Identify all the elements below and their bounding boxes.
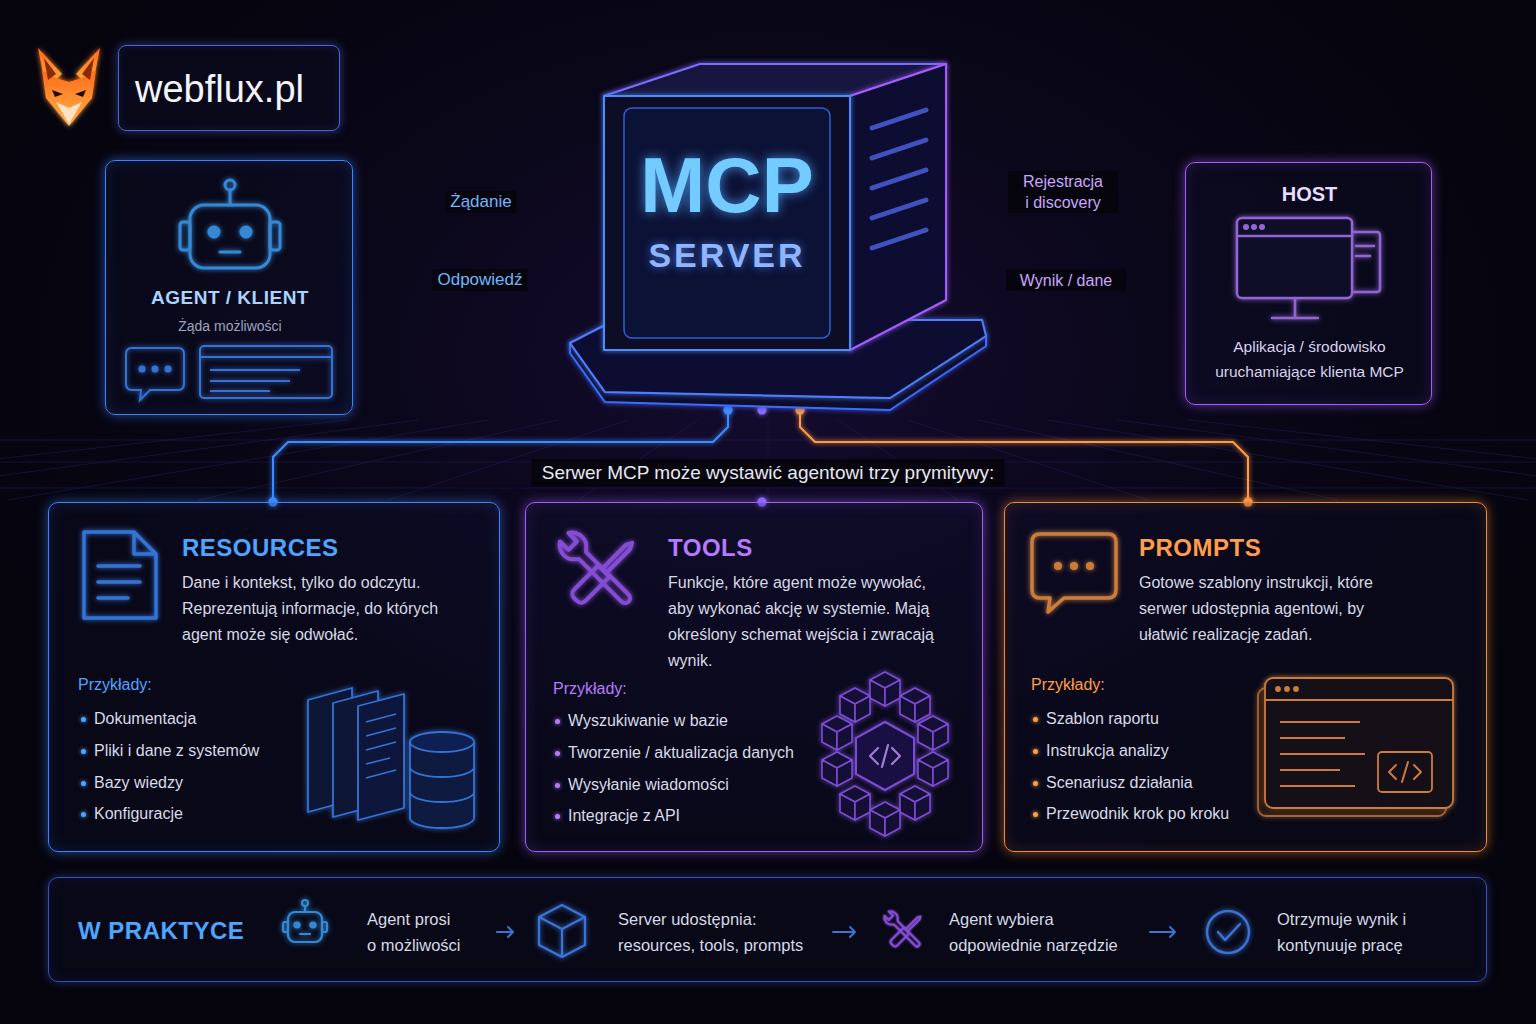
section-heading: TOOLS: [668, 534, 753, 562]
server-cube: [590, 58, 960, 410]
example-item: Konfiguracje: [94, 803, 183, 825]
edge-label: Rejestracja i discovery: [1008, 171, 1118, 213]
logo-box: webflux.pl: [118, 45, 340, 131]
host-box: HOST Aplikacja / środowisko uruchamiające…: [1185, 162, 1432, 405]
connector-dots: [796, 406, 1253, 507]
box-description: Aplikacja / środowisko uruchamiające kli…: [1196, 334, 1423, 384]
fox-eye: [52, 90, 63, 97]
server-title: MCP: [604, 145, 850, 225]
practice-band: W PRAKTYCE Agent prosi o możliwości Server…: [48, 877, 1487, 982]
box-subtitle: Żąda możliwości: [106, 317, 354, 335]
connector: [800, 410, 1248, 502]
server-subtitle: SERVER: [604, 235, 850, 275]
connector-dot: [724, 406, 733, 415]
cube-right: [850, 64, 946, 350]
section-heading: PROMPTS: [1139, 534, 1261, 562]
section-description: Dane i kontekst, tylko do odczytu. Repre…: [182, 570, 482, 648]
server-node: MCP SERVER: [590, 58, 960, 410]
step-text: Agent prosi o możliwości: [367, 906, 507, 958]
examples-heading: Przykłady:: [78, 674, 152, 696]
cube-vent: [872, 230, 926, 248]
step-text: Agent wybiera odpowiednie narzędzie: [949, 906, 1149, 958]
connector: [353, 229, 590, 231]
section-description: Funkcje, które agent może wywołać, aby w…: [668, 570, 938, 674]
connector-dots: [269, 406, 733, 507]
primitive-box: PROMPTS Gotowe szablony instrukcji, które…: [1004, 502, 1487, 852]
example-item: Przewodnik krok po kroku: [1046, 803, 1229, 825]
cube-vent: [872, 170, 926, 188]
edge-label: Wynik / dane: [1006, 270, 1126, 291]
primitive-box: TOOLS Funkcje, które agent może wywołać, …: [525, 502, 983, 852]
box-heading: AGENT / KLIENT: [106, 286, 354, 310]
section-heading: RESOURCES: [182, 534, 339, 562]
examples-heading: Przykłady:: [1031, 674, 1105, 696]
cube-vent: [872, 110, 926, 128]
connector-dots: [758, 406, 767, 507]
agent-box: AGENT / KLIENT Żąda możliwości: [105, 160, 353, 415]
example-item: Tworzenie / aktualizacja danych: [568, 742, 794, 764]
cube-vent: [872, 200, 926, 218]
logo-text: webflux.pl: [135, 66, 304, 112]
cube-vent: [872, 140, 926, 158]
edge-label: Żądanie: [445, 191, 516, 213]
connector: [353, 299, 590, 301]
example-item: Scenariusz działania: [1046, 772, 1193, 794]
example-item: Instrukcja analizy: [1046, 740, 1169, 762]
connector: [761, 410, 763, 502]
fox-ear-inner: [82, 58, 94, 80]
example-item: Integracje z API: [568, 805, 680, 827]
step-text: Otrzymuje wynik i kontynuuje pracę: [1277, 906, 1472, 958]
connector: [960, 229, 1185, 231]
floor-grid: [0, 420, 1536, 500]
connector: [960, 301, 1185, 303]
example-item: Bazy wiedzy: [94, 772, 183, 794]
primitive-box: RESOURCES Dane i kontekst, tylko do odczy…: [48, 502, 500, 852]
section-description: Gotowe szablony instrukcji, które serwer…: [1139, 570, 1394, 648]
cube-front: [604, 96, 850, 350]
connector: [273, 410, 728, 502]
band-heading: W PRAKTYCE: [78, 917, 244, 945]
example-item: Dokumentacja: [94, 708, 196, 730]
step-text: Server udostępnia: resources, tools, pro…: [618, 906, 848, 958]
fox-muzzle: [56, 102, 82, 124]
edge-label: Odpowiedź: [432, 269, 527, 291]
examples-heading: Przykłady:: [553, 678, 627, 700]
fox-ear-inner: [44, 58, 56, 80]
box-heading: HOST: [1186, 181, 1433, 207]
example-item: Wysyłanie wiadomości: [568, 774, 729, 796]
example-item: Pliki i dane z systemów: [94, 740, 259, 762]
example-item: Szablon raportu: [1046, 708, 1159, 730]
section-caption: Serwer MCP może wystawić agentowi trzy p…: [532, 459, 1005, 487]
fox-logo: [38, 48, 100, 126]
example-item: Wyszukiwanie w bazie: [568, 710, 728, 732]
fox-eye: [75, 90, 86, 97]
